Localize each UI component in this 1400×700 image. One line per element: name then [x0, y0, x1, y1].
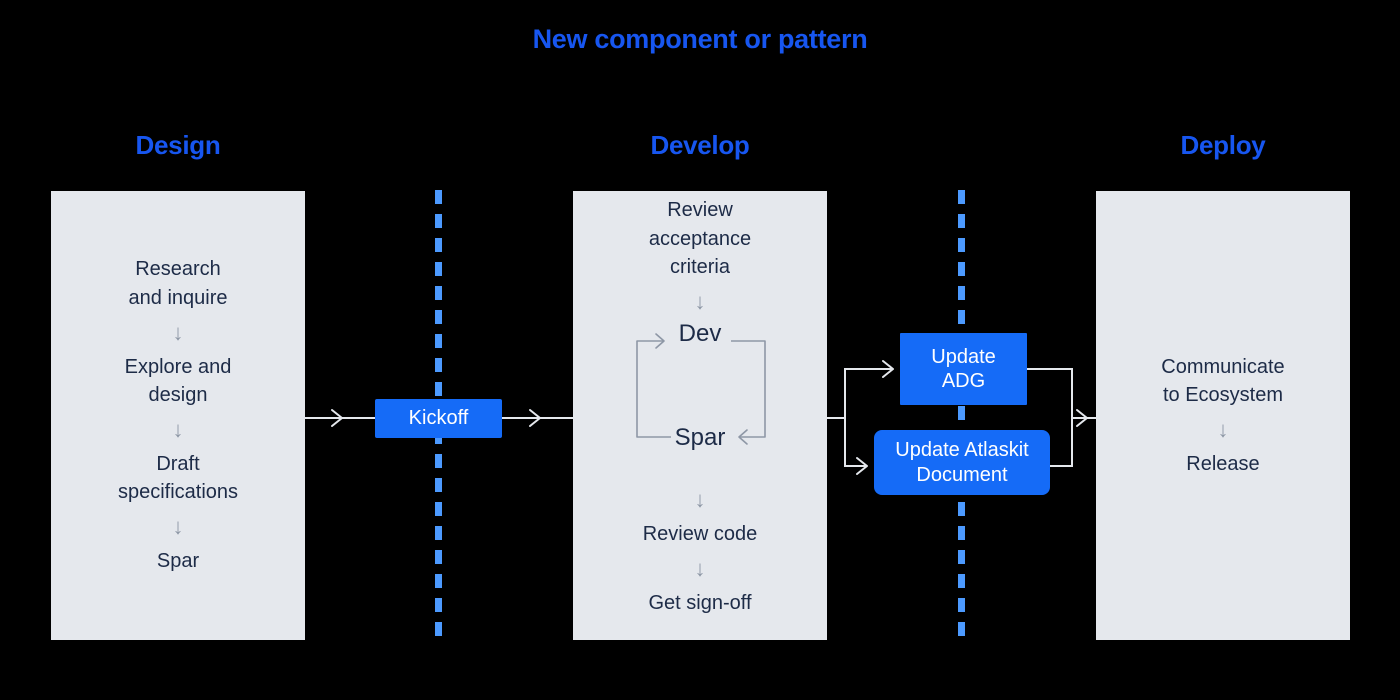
step-research-and-inquire: Research and inquire: [128, 258, 228, 310]
deploy-step-list: Communicate to Ecosystem ↓ Release: [1096, 191, 1350, 640]
develop-step-list-bottom: ↓ Review code ↓ Get sign-off: [573, 480, 827, 617]
connector-design-to-kickoff: [305, 409, 375, 427]
stage-panel-deploy: [1096, 191, 1350, 640]
develop-step-list-top: Review acceptance criteria ↓: [573, 196, 827, 322]
step-spar: Spar: [156, 549, 200, 572]
step-review-code: Review code: [642, 523, 758, 545]
down-arrow-icon: ↓: [694, 288, 706, 314]
down-arrow-icon: ↓: [172, 513, 184, 539]
step-communicate-to-ecosystem: Communicate to Ecosystem: [1161, 355, 1285, 407]
loop-label-spar: Spar: [674, 424, 726, 451]
stage-panel-develop: [573, 191, 827, 640]
down-arrow-icon: ↓: [1217, 416, 1229, 442]
down-arrow-icon: ↓: [694, 487, 706, 512]
stage-heading-develop: Develop: [650, 130, 750, 160]
down-arrow-icon: ↓: [694, 555, 706, 581]
connector-kickoff-to-develop: [502, 409, 573, 427]
page-title: New component or pattern: [532, 24, 868, 54]
stage-heading-design: Design: [135, 130, 221, 160]
step-review-acceptance-criteria: Review acceptance criteria: [648, 199, 752, 279]
branch-box-update-atlaskit[interactable]: Update Atlaskit Document: [874, 430, 1050, 495]
stage-panel-design: [51, 191, 305, 640]
loop-label-dev: Dev: [678, 320, 722, 347]
step-draft-specifications: Draft specifications: [117, 452, 239, 504]
step-get-sign-off: Get sign-off: [648, 591, 752, 614]
gate-box-kickoff[interactable]: Kickoff: [375, 399, 502, 438]
design-step-list: Research and inquire ↓ Explore and desig…: [51, 191, 305, 640]
down-arrow-icon: ↓: [172, 416, 184, 442]
handoff-phase-divider: [958, 190, 965, 645]
dev-spar-loop: Dev Spar: [573, 320, 827, 455]
branch-box-update-adg[interactable]: Update ADG: [900, 333, 1027, 405]
step-explore-and-design: Explore and design: [124, 355, 232, 407]
down-arrow-icon: ↓: [172, 319, 184, 345]
step-release: Release: [1186, 452, 1260, 475]
stage-heading-deploy: Deploy: [1180, 130, 1266, 160]
